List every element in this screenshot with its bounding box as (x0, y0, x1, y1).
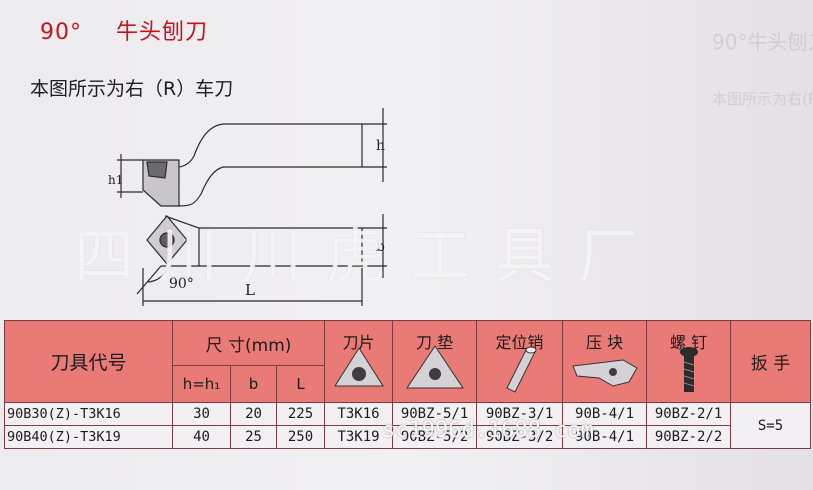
cell-wrench: S=5 (730, 402, 812, 449)
cell-code: 90B40(Z)-T3K19 (4, 425, 173, 449)
header-clamp-label: 压 块 (585, 333, 624, 352)
title-angle: 90° (40, 20, 82, 45)
insert-icon (334, 347, 384, 387)
cell-h: 40 (172, 425, 231, 449)
header-pin: 定位销 (476, 320, 564, 403)
header-shim: 刀 垫 (392, 320, 478, 403)
cell-code: 90B30(Z)-T3K16 (4, 402, 173, 426)
cell-shim: 90BZ-5/2 (392, 425, 478, 449)
header-dimensions: 尺 寸(mm) (171, 320, 326, 366)
cell-pin: 90BZ-3/2 (476, 425, 564, 449)
dim-h-label: h (376, 138, 385, 154)
cell-insert: T3K19 (324, 425, 394, 449)
pin-icon (506, 346, 537, 393)
watermark-text: 四川川虎工具厂 (74, 222, 662, 292)
screw-icon (680, 347, 699, 392)
angle-label: 90° (169, 276, 194, 292)
table-row: 90B40(Z)-T3K19 40 25 250 T3K19 90BZ-5/2 … (4, 425, 811, 449)
header-L: L (275, 365, 326, 403)
header-code: 刀具代号 (4, 320, 173, 403)
tool-drawing: h h1 b L 90° (108, 108, 387, 306)
spec-table: 刀具代号 尺 寸(mm) 刀片 刀 垫 定位销 压 块 螺 钉 扳 (4, 320, 812, 449)
side-view-shank (223, 123, 363, 168)
watermark-url: sc1996d.1688.com (382, 418, 594, 443)
cell-screw: 90BZ-2/2 (646, 425, 732, 449)
cell-insert: T3K16 (324, 402, 394, 426)
page-title: 90° 牛头刨刀 (40, 14, 208, 46)
show-through-text: 90°牛头刨刀 (712, 30, 813, 54)
shim-icon (406, 345, 464, 389)
header-insert: 刀片 (324, 320, 394, 403)
cell-b: 20 (230, 402, 277, 426)
header-shim-label: 刀 垫 (415, 333, 454, 352)
header-screw: 螺 钉 (646, 320, 732, 403)
show-through-text: 本图所示为右(R)车刀 (712, 90, 813, 108)
clamp-icon (572, 359, 638, 387)
cell-h: 30 (172, 402, 231, 426)
dim-h1-label: h1 (108, 173, 123, 187)
dim-L-label: L (245, 281, 255, 299)
dim-b-label: b (376, 239, 385, 255)
cell-screw: 90BZ-2/1 (646, 402, 732, 426)
subtitle: 本图所示为右（R）车刀 (30, 78, 234, 100)
header-wrench: 扳 手 (730, 320, 812, 403)
header-h: h=h₁ (172, 365, 231, 403)
table-row: 90B30(Z)-T3K16 30 20 225 T3K16 90BZ-5/1 … (4, 402, 812, 449)
cell-shim: 90BZ-5/1 (392, 402, 478, 426)
cell-clamp: 90B-4/1 (562, 402, 648, 426)
header-insert-label: 刀片 (342, 333, 375, 352)
cell-L: 225 (275, 402, 326, 426)
header-b: b (230, 365, 277, 403)
header-clamp: 压 块 (562, 320, 648, 403)
top-view-shank (199, 227, 363, 267)
cell-L: 250 (275, 425, 326, 449)
cell-b: 25 (230, 425, 277, 449)
header-screw-label: 螺 钉 (669, 333, 708, 352)
cell-clamp: 90B-4/1 (562, 425, 648, 449)
cell-pin: 90BZ-3/1 (476, 402, 564, 426)
title-name: 牛头刨刀 (116, 20, 209, 45)
